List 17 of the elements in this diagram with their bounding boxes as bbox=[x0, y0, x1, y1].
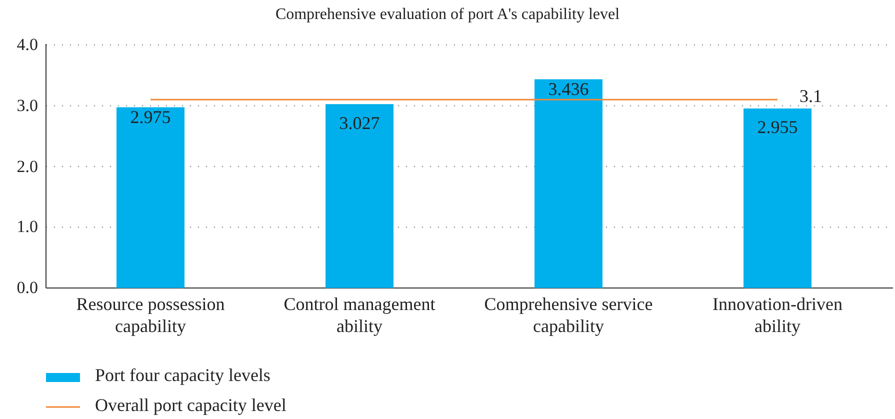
y-tick-label: 1.0 bbox=[16, 217, 38, 236]
value-label: 3.436 bbox=[547, 80, 590, 100]
legend-label: Overall port capacity level bbox=[95, 396, 286, 415]
value-label: 2.955 bbox=[756, 118, 799, 138]
category-label: Resource possession capability bbox=[75, 293, 226, 337]
y-tick-label: 3.0 bbox=[16, 96, 38, 115]
y-tick-label: 4.0 bbox=[16, 35, 38, 54]
category-label: Innovation-driven ability bbox=[712, 293, 844, 337]
category-label: Comprehensive service capability bbox=[483, 293, 654, 337]
y-tick-label: 2.0 bbox=[16, 156, 38, 176]
value-label: 2.975 bbox=[129, 108, 172, 128]
chart-title: Comprehensive evaluation of port A's capability level bbox=[274, 5, 621, 24]
legend-label: Port four capacity levels bbox=[95, 366, 270, 385]
category-label: Control management ability bbox=[282, 293, 436, 337]
value-label: 3.1 bbox=[800, 86, 822, 106]
value-label: 3.027 bbox=[338, 114, 381, 134]
y-tick-label: 0.0 bbox=[16, 278, 38, 297]
